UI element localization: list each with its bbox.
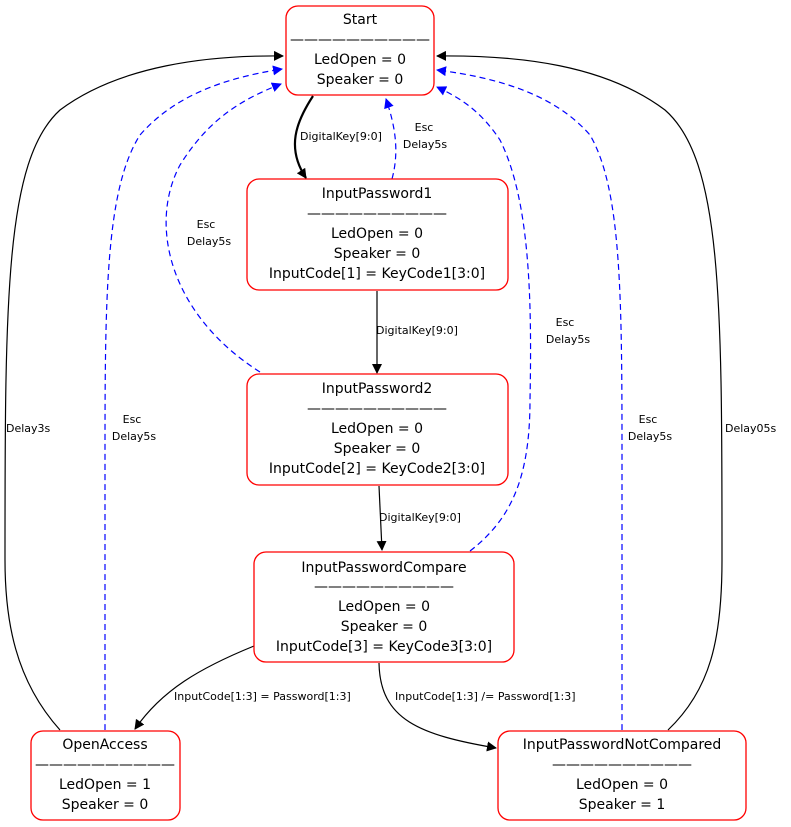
state-input-password-1[interactable]: InputPassword1 —————————— LedOpen = 0 Sp…	[246, 178, 509, 291]
state-input-password-compare-divider: ——————————	[314, 579, 454, 595]
state-input-password-not-compared-box	[497, 730, 747, 821]
edge-oa-to-start-esc	[104, 65, 283, 730]
state-input-password-1-line-2: Speaker = 0	[334, 246, 420, 262]
label-ipc-to-oa: InputCode[1:3] = Password[1:3]	[174, 690, 351, 703]
state-input-password-compare-line-2: Speaker = 0	[341, 619, 427, 635]
edge-ipc-to-oa	[134, 645, 255, 730]
state-input-password-1-title: InputPassword1	[322, 186, 433, 202]
state-input-password-2-divider: ——————————	[307, 401, 447, 417]
label-ip1-to-ip2: DigitalKey[9:0]	[376, 324, 458, 337]
edge-ipc-to-start	[436, 86, 532, 552]
edge-ip2-to-start	[165, 82, 282, 373]
edge-oa-to-start-delay	[4, 50, 284, 731]
state-input-password-1-box	[246, 178, 509, 291]
label-ip1-to-start-2: Delay5s	[403, 138, 448, 151]
state-start-box	[285, 5, 435, 96]
edge-start-to-ip1	[293, 95, 314, 179]
state-start-line-1: LedOpen = 0	[314, 52, 406, 68]
state-input-password-not-compared-line-2: Speaker = 1	[579, 797, 665, 813]
state-open-access-box	[30, 730, 181, 821]
state-input-password-compare-line-3: InputCode[3] = KeyCode3[3:0]	[276, 639, 492, 655]
state-input-password-not-compared-line-1: LedOpen = 0	[576, 777, 668, 793]
state-open-access[interactable]: OpenAccess —————————— LedOpen = 1 Speake…	[30, 730, 181, 821]
state-input-password-2-box	[246, 373, 509, 486]
state-open-access-line-1: LedOpen = 1	[59, 777, 151, 793]
label-ip2-to-start-1: Esc	[197, 218, 216, 231]
edge-ip1-to-start	[384, 98, 397, 180]
state-open-access-divider: ——————————	[35, 757, 175, 773]
state-input-password-2-line-3: InputCode[2] = KeyCode2[3:0]	[269, 461, 485, 477]
state-start-divider: ——————————	[290, 32, 430, 48]
label-ip1-to-start-1: Esc	[415, 121, 434, 134]
state-input-password-compare[interactable]: InputPasswordCompare —————————— LedOpen …	[253, 551, 515, 663]
label-oa-to-start-esc-1: Esc	[123, 413, 142, 426]
edge-labels: DigitalKey[9:0] Esc Delay5s Esc Delay5s …	[6, 121, 777, 703]
label-ip2-to-ipc: DigitalKey[9:0]	[379, 511, 461, 524]
edge-ipnc-to-start-delay	[436, 50, 723, 731]
state-input-password-compare-line-1: LedOpen = 0	[338, 599, 430, 615]
state-input-password-not-compared[interactable]: InputPasswordNotCompared —————————— LedO…	[497, 730, 747, 821]
state-open-access-title: OpenAccess	[62, 737, 147, 753]
state-input-password-2[interactable]: InputPassword2 —————————— LedOpen = 0 Sp…	[246, 373, 509, 486]
state-input-password-2-line-1: LedOpen = 0	[331, 421, 423, 437]
state-input-password-not-compared-divider: ——————————	[552, 757, 692, 773]
label-ip2-to-start-2: Delay5s	[187, 235, 232, 248]
edge-ip2-to-ipc	[376, 485, 387, 551]
edge-ipc-to-ipnc	[378, 662, 497, 752]
state-input-password-compare-title: InputPasswordCompare	[301, 560, 466, 576]
label-ipc-to-start-1: Esc	[556, 316, 575, 329]
label-oa-to-start-esc-2: Delay5s	[112, 430, 157, 443]
label-ipnc-to-start-delay: Delay05s	[725, 422, 777, 435]
label-ipnc-to-start-esc-2: Delay5s	[628, 430, 673, 443]
state-start-line-2: Speaker = 0	[317, 72, 403, 88]
state-input-password-1-line-1: LedOpen = 0	[331, 226, 423, 242]
state-start[interactable]: Start —————————— LedOpen = 0 Speaker = 0	[285, 5, 435, 96]
state-input-password-1-divider: ——————————	[307, 206, 447, 222]
edge-ipnc-to-start-esc	[436, 66, 623, 730]
state-start-title: Start	[343, 12, 378, 28]
state-open-access-line-2: Speaker = 0	[62, 797, 148, 813]
state-input-password-1-line-3: InputCode[1] = KeyCode1[3:0]	[269, 266, 485, 282]
label-ipnc-to-start-esc-1: Esc	[639, 413, 658, 426]
label-start-to-ip1: DigitalKey[9:0]	[300, 130, 382, 143]
label-oa-to-start-delay: Delay3s	[6, 422, 51, 435]
state-input-password-2-line-2: Speaker = 0	[334, 441, 420, 457]
state-input-password-not-compared-title: InputPasswordNotCompared	[523, 737, 722, 753]
label-ipc-to-start-2: Delay5s	[546, 333, 591, 346]
label-ipc-to-ipnc: InputCode[1:3] /= Password[1:3]	[395, 690, 576, 703]
state-input-password-compare-box	[253, 551, 515, 663]
state-input-password-2-title: InputPassword2	[322, 381, 433, 397]
edges	[4, 50, 723, 752]
